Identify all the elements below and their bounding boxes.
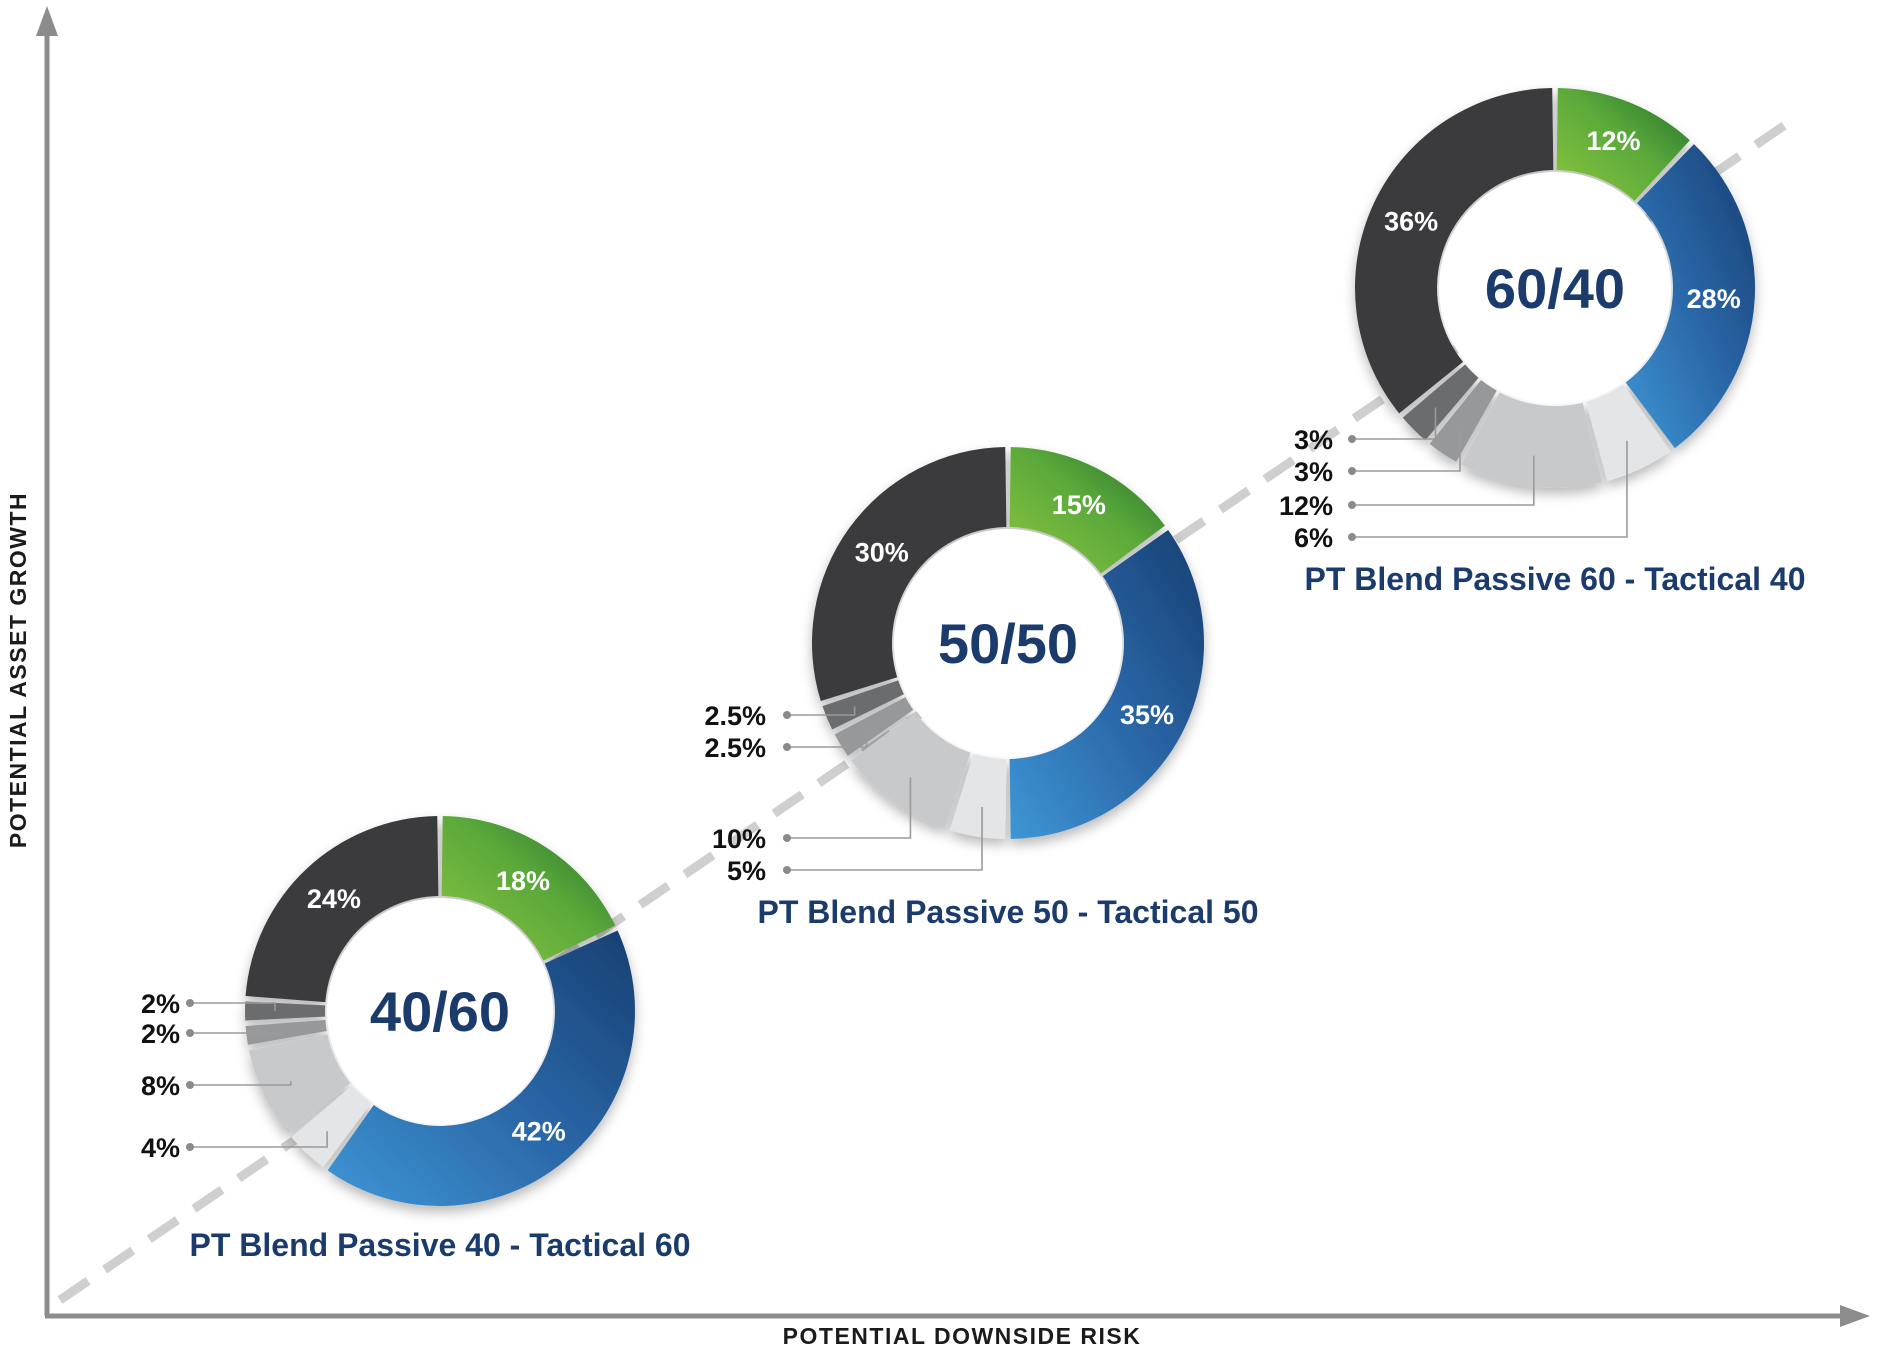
donut-hole	[327, 898, 553, 1124]
portfolio-title: PT Blend Passive 60 - Tactical 40	[1305, 561, 1806, 597]
donut-slice-gray-mid	[834, 697, 914, 756]
leader-line	[190, 1131, 328, 1148]
donut-slice-charcoal	[812, 447, 1007, 701]
donut-center-label: 40/60	[370, 980, 510, 1043]
donut-ring	[812, 447, 1205, 839]
slice-external-label: 6%	[1294, 523, 1333, 553]
donut-chart: 18% 42% 4% 8% 2%2% 24% 40/60 PT Blend Passive 4…	[141, 816, 691, 1263]
leader-dot	[186, 1029, 194, 1037]
donut-slice-gray-mid	[245, 1019, 327, 1045]
slice-external-label: 2.5%	[704, 733, 766, 763]
slice-external-label: 12%	[1279, 491, 1333, 521]
slice-value-label: 42%	[512, 1116, 566, 1146]
x-axis-label: POTENTIAL DOWNSIDE RISK	[783, 1323, 1142, 1349]
donut-slice-gray-mid	[1429, 379, 1497, 462]
slice-external-label: 2%	[141, 1019, 180, 1049]
leader-dot	[186, 999, 194, 1007]
donut-chart: 15% 35% 5%10% 2.5%2.5% 30% 50/50 PT Blend Pass…	[704, 447, 1258, 930]
portfolio-title: PT Blend Passive 50 - Tactical 50	[758, 894, 1259, 930]
donut-ring	[1354, 88, 1755, 488]
slice-value-label: 28%	[1687, 284, 1741, 314]
donut-slice-gray-dark	[1402, 364, 1479, 441]
slice-value-label: 15%	[1052, 490, 1106, 520]
leader-line	[190, 1081, 292, 1086]
donut-hole	[1439, 172, 1671, 404]
slice-external-label: 8%	[141, 1071, 180, 1101]
slice-external-label: 3%	[1294, 425, 1333, 455]
donut-slice-gray-dark	[822, 680, 904, 730]
slice-external-label: 5%	[727, 856, 766, 886]
slice-value-label: 30%	[855, 537, 909, 567]
leader-line	[1352, 455, 1535, 506]
leader-line	[787, 806, 983, 871]
donut-slice-gray-light	[1461, 392, 1603, 488]
portfolio-title: PT Blend Passive 40 - Tactical 60	[190, 1227, 691, 1263]
y-axis-label: POTENTIAL ASSET GROWTH	[5, 492, 31, 848]
leader-dot	[783, 866, 791, 874]
donut-slice-green	[441, 816, 616, 961]
slice-value-label: 36%	[1384, 206, 1438, 236]
x-axis-arrow	[1840, 1305, 1870, 1327]
donut-slice-blue	[327, 930, 635, 1206]
leader-line	[190, 1031, 278, 1034]
leader-dot	[1348, 467, 1356, 475]
leader-line	[1352, 427, 1461, 472]
leader-dot	[783, 834, 791, 842]
leader-dot	[783, 711, 791, 719]
donut-slice-green	[1556, 88, 1690, 201]
leader-line	[1352, 407, 1437, 440]
donut-ring	[245, 816, 635, 1206]
donut-slice-gray-pale	[1585, 384, 1671, 482]
leader-dot	[1348, 501, 1356, 509]
donut-charts: 18% 42% 4% 8% 2%2% 24% 40/60 PT Blend Passive 4…	[141, 88, 1806, 1263]
donut-slice-gray-light	[851, 712, 971, 829]
leader-dot	[783, 743, 791, 751]
leader-dot	[186, 1081, 194, 1089]
axes	[36, 6, 1870, 1327]
slice-external-label: 2.5%	[704, 701, 766, 731]
leader-dot	[1348, 435, 1356, 443]
donut-slice-charcoal	[245, 816, 439, 1003]
donut-slice-gray-light	[248, 1034, 351, 1134]
slice-external-label: 2%	[141, 989, 180, 1019]
leader-dot	[186, 1143, 194, 1151]
donut-slice-green	[1009, 447, 1165, 574]
donut-slice-gray-pale	[950, 753, 1007, 839]
donut-slice-blue	[1625, 144, 1755, 449]
leader-line	[787, 777, 912, 839]
donut-slice-charcoal	[1354, 88, 1554, 414]
donut-center-label: 60/40	[1485, 257, 1625, 320]
slice-external-label: 3%	[1294, 457, 1333, 487]
slice-external-label: 4%	[141, 1133, 180, 1163]
leader-line	[787, 706, 856, 716]
y-axis-arrow	[36, 6, 58, 36]
donut-center-label: 50/50	[938, 612, 1078, 675]
leader-line	[787, 729, 868, 748]
donut-slice-gray-dark	[245, 1001, 326, 1021]
donut-hole	[894, 529, 1122, 757]
slice-external-label: 10%	[712, 824, 766, 854]
slice-value-label: 18%	[496, 866, 550, 896]
donut-slice-blue	[1009, 530, 1205, 839]
slice-value-label: 35%	[1120, 700, 1174, 730]
leader-line	[190, 1002, 276, 1011]
slice-value-label: 24%	[307, 884, 361, 914]
leader-line	[1352, 440, 1628, 538]
leader-dot	[1348, 533, 1356, 541]
slice-value-label: 12%	[1587, 126, 1641, 156]
